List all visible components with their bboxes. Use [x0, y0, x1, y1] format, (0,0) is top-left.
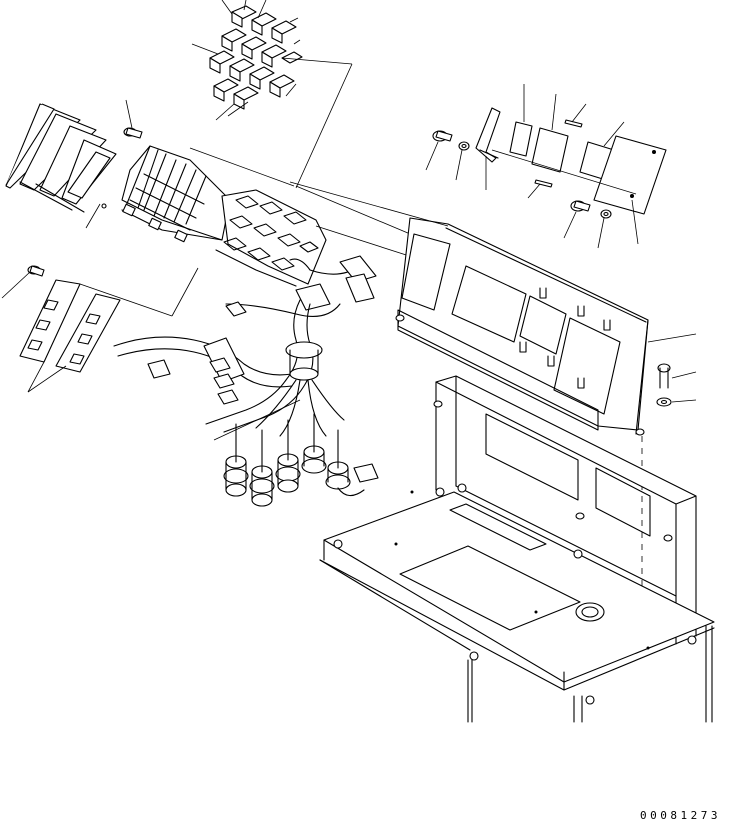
panel-bracket: [289, 181, 697, 650]
main-fuse-block: [121, 145, 295, 243]
bolt-icon: [527, 103, 587, 199]
cabinet-frame: [319, 375, 715, 723]
washer-icon: [597, 209, 612, 249]
washer-icon: [455, 141, 470, 181]
bolt-icon: [657, 363, 697, 389]
panel-icon: [509, 84, 533, 157]
lower-left-brackets: [1, 265, 199, 393]
connector-icon: [337, 463, 379, 497]
relay-row-1: [231, 5, 297, 44]
drawing-number: 00081273: [640, 809, 721, 822]
fuse-box-covers: [5, 103, 117, 229]
bracket-icon: [475, 107, 501, 190]
grommet-icon: [249, 465, 275, 507]
relay-row-3: [209, 50, 295, 98]
relay-row-2: [221, 28, 303, 68]
panel-icon: [593, 135, 667, 215]
relay-cluster: [191, 0, 353, 189]
right-hardware: [656, 363, 697, 407]
upper-right-parts: [425, 84, 667, 249]
bolt-icon: [425, 130, 453, 171]
grommet-icon: [301, 445, 327, 474]
relay-leader-lines: [191, 0, 353, 189]
relay-row-4: [213, 78, 259, 110]
wiring-harness: [113, 255, 377, 441]
bolt-icon: [563, 200, 591, 239]
panel-icon: [531, 93, 569, 173]
bolt-upper-left: [123, 99, 143, 139]
grommets: [223, 413, 379, 507]
washer-icon: [656, 397, 697, 407]
